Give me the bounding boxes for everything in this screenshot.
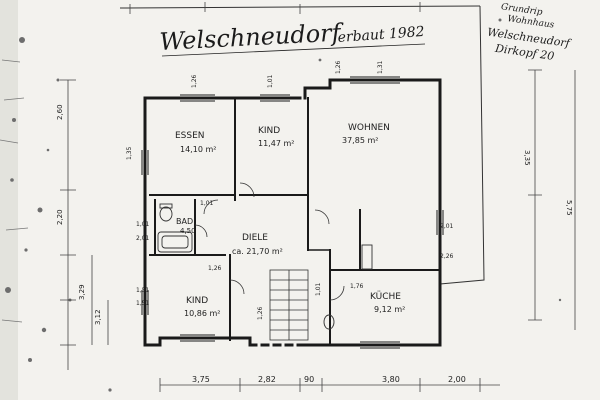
room-bad: BAD 4,50 — [176, 217, 196, 235]
opening-label: 1,26 — [257, 306, 264, 320]
dim-bottom-2: 2,82 — [258, 375, 276, 384]
dim-left-1: 2,60 — [56, 104, 64, 120]
left-dimension-chain: 2,60 2,20 3,29 3,12 — [56, 79, 109, 370]
kitchen-fixtures — [323, 244, 373, 330]
room-kind-top: KIND 11,47 m² — [258, 126, 294, 148]
opening-label: 1,01 — [267, 74, 274, 88]
right-dimension-chain: 3,35 5,75 — [523, 69, 576, 330]
room-diele-name: DIELE — [242, 233, 268, 243]
opening-label: 1,51 — [136, 287, 150, 294]
exterior-walls — [143, 78, 442, 347]
dim-bottom-3: 90 — [304, 375, 314, 384]
plan-year: erbaut 1982 — [337, 24, 425, 46]
door-swings — [194, 182, 345, 301]
room-wohnen-area: 37,85 m² — [342, 136, 378, 145]
room-essen-name: ESSEN — [175, 131, 205, 141]
opening-label: 1,01 — [136, 221, 150, 228]
room-kind-top-area: 11,47 m² — [258, 139, 294, 148]
opening-label: 1,01 — [200, 200, 214, 207]
opening-label: 2,01 — [440, 223, 454, 230]
room-kind-bottom-area: 10,86 m² — [184, 309, 220, 318]
interior-walls — [149, 97, 441, 346]
dim-right-1: 3,35 — [523, 150, 531, 166]
opening-label: 1,31 — [377, 60, 384, 74]
title-underline — [161, 43, 426, 57]
opening-label: 1,26 — [208, 265, 222, 272]
room-wohnen: WOHNEN 37,85 m² — [342, 123, 390, 145]
room-kueche: KÜCHE 9,12 m² — [370, 291, 405, 314]
opening-label: 1,35 — [126, 146, 133, 160]
opening-label: 1,26 — [191, 74, 198, 88]
opening-label: 1,51 — [136, 300, 150, 307]
room-kind-bottom-name: KIND — [186, 296, 208, 306]
room-essen: ESSEN 14,10 m² — [175, 131, 216, 154]
room-kind-bottom: KIND 10,86 m² — [184, 296, 220, 318]
top-right-frame — [439, 5, 485, 285]
room-diele-area: ca. 21,70 m² — [232, 247, 283, 256]
opening-label: 1,26 — [335, 60, 342, 74]
room-bad-area: 4,50 — [180, 227, 196, 235]
dim-bottom-4: 3,80 — [382, 375, 400, 384]
opening-label: 2,01 — [136, 235, 150, 242]
room-diele: DIELE ca. 21,70 m² — [232, 233, 283, 256]
dim-bottom-1: 3,75 — [192, 375, 210, 384]
dim-left-2: 2,20 — [56, 209, 64, 225]
dim-left-4: 3,12 — [94, 309, 102, 325]
window-markers — [141, 76, 444, 349]
room-essen-area: 14,10 m² — [180, 145, 216, 154]
opening-label: 2,26 — [440, 253, 454, 260]
opening-labels: 1,26 1,01 1,26 1,31 1,35 1,01 2,01 1,01 … — [126, 60, 454, 320]
room-kueche-name: KÜCHE — [370, 291, 401, 302]
dim-right-2: 5,75 — [565, 200, 573, 216]
opening-label: 1,76 — [350, 283, 364, 290]
room-kind-top-name: KIND — [258, 126, 280, 136]
room-wohnen-name: WOHNEN — [348, 123, 390, 133]
room-kueche-area: 9,12 m² — [374, 305, 405, 314]
dim-bottom-5: 2,00 — [448, 375, 466, 384]
opening-label: 1,01 — [315, 282, 322, 296]
bottom-dimension-chain: 3,75 2,82 90 3,80 2,00 — [159, 375, 500, 392]
bath-fixtures — [157, 203, 193, 253]
room-bad-name: BAD — [176, 217, 193, 226]
staircase — [269, 269, 309, 341]
top-ticks — [129, 2, 421, 14]
dim-left-3: 3,29 — [78, 284, 86, 300]
